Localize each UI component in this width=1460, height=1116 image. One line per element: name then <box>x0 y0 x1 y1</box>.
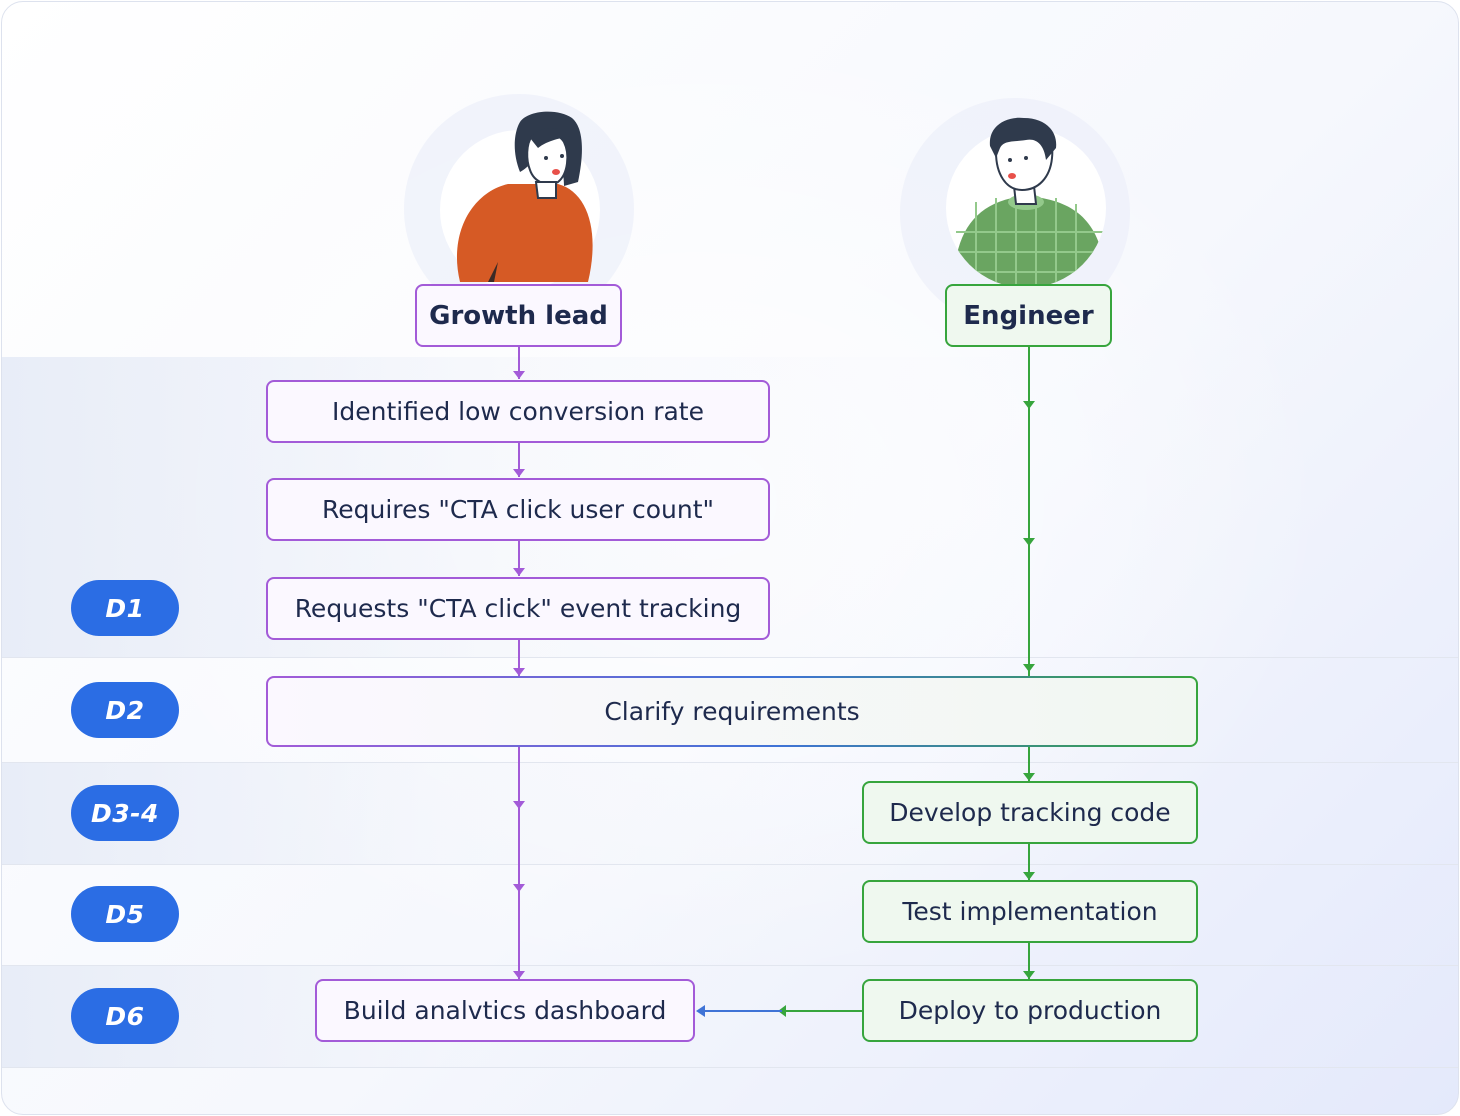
row-band-d6 <box>2 965 1458 1067</box>
step-test-implementation: Test implementation <box>862 880 1198 943</box>
step-clarify-requirements: Clarify requirements <box>266 676 1198 747</box>
arrowhead <box>1023 664 1035 672</box>
step-requests-event-tracking: Requests "CTA click" event tracking <box>266 577 770 640</box>
row-divider <box>2 965 1458 966</box>
step-deploy-to-production: Deploy to production <box>862 979 1198 1042</box>
growth-lead-label: Growth lead <box>415 284 622 347</box>
day-pill-d6: D6 <box>71 988 179 1044</box>
row-divider <box>2 1067 1458 1068</box>
step-identified-low-conversion: Identified low conversion rate <box>266 380 770 443</box>
step-build-dashboard: Build analvtics dashboard <box>315 979 695 1042</box>
arrowhead <box>513 568 525 576</box>
row-divider <box>2 762 1458 763</box>
man-avatar-icon <box>953 117 1106 288</box>
arrowhead <box>513 971 525 979</box>
arrowhead <box>513 469 525 477</box>
arrowhead <box>1023 538 1035 546</box>
step-develop-tracking-code: Develop tracking code <box>862 781 1198 844</box>
arrowhead <box>513 668 525 676</box>
arrowhead <box>1023 971 1035 979</box>
row-divider <box>2 657 1458 658</box>
arrowhead <box>1023 401 1035 409</box>
row-band-d3-4 <box>2 762 1458 864</box>
woman-avatar-icon <box>456 111 593 282</box>
day-pill-d2: D2 <box>71 682 179 738</box>
day-pill-d5: D5 <box>71 886 179 942</box>
arrowhead <box>513 884 525 892</box>
row-divider <box>2 864 1458 865</box>
arrowhead <box>1023 773 1035 781</box>
arrowhead <box>696 1005 705 1017</box>
arrowhead <box>513 801 525 809</box>
day-pill-d1: D1 <box>71 580 179 636</box>
engineer-label: Engineer <box>945 284 1112 347</box>
step-requires-cta-count: Requires "CTA click user count" <box>266 478 770 541</box>
arrowhead <box>513 371 525 379</box>
arrowhead <box>1023 872 1035 880</box>
day-pill-d3-4: D3-4 <box>71 785 179 841</box>
